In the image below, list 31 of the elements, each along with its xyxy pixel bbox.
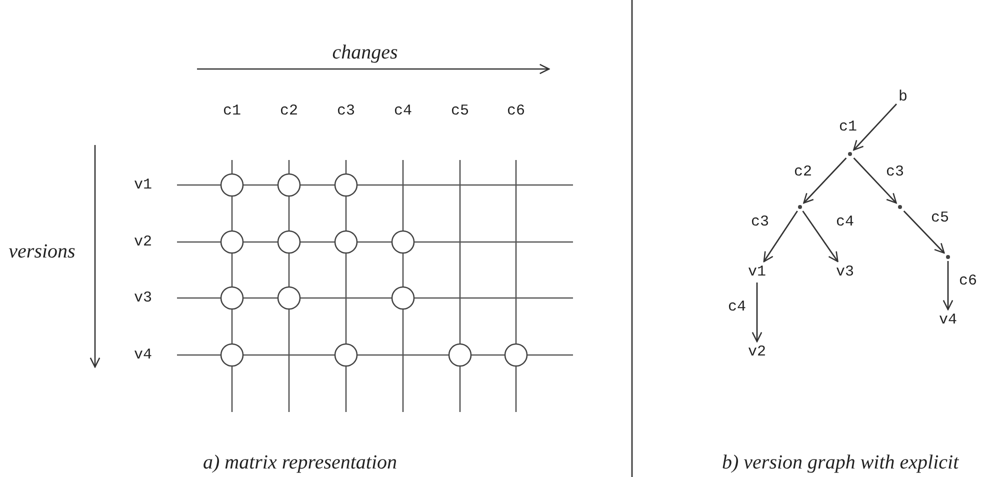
arrow [752,282,762,342]
junction-point [946,255,950,259]
row-label: v1 [134,176,152,194]
version-label: b [898,88,908,106]
row-label: v2 [134,234,152,250]
arrow [853,104,897,151]
column-label: c4 [394,102,412,120]
arrow [853,158,897,204]
junction-point [848,152,852,156]
row-label: v3 [134,290,152,306]
arrow [903,210,945,254]
junction-point [798,205,802,209]
version-label: v4 [939,312,957,328]
arrow [803,158,847,204]
arrow [942,261,954,310]
version-label: v1 [748,264,766,280]
axis-title: versions [8,240,76,264]
column-label: c3 [337,102,355,120]
axis-title: changes [332,42,398,64]
arrow [763,210,798,262]
row-label: v4 [134,346,152,364]
version-label: v2 [748,344,766,360]
arrow [802,210,838,262]
version-label: v3 [836,264,854,280]
column-label: c2 [280,102,298,120]
caption: a) matrix representation [202,452,398,474]
caption: b) version graph with explicit [722,452,959,474]
column-label: c6 [507,102,525,120]
column-label: c1 [223,102,241,120]
junction-point [898,205,902,209]
column-label: c5 [451,102,469,120]
